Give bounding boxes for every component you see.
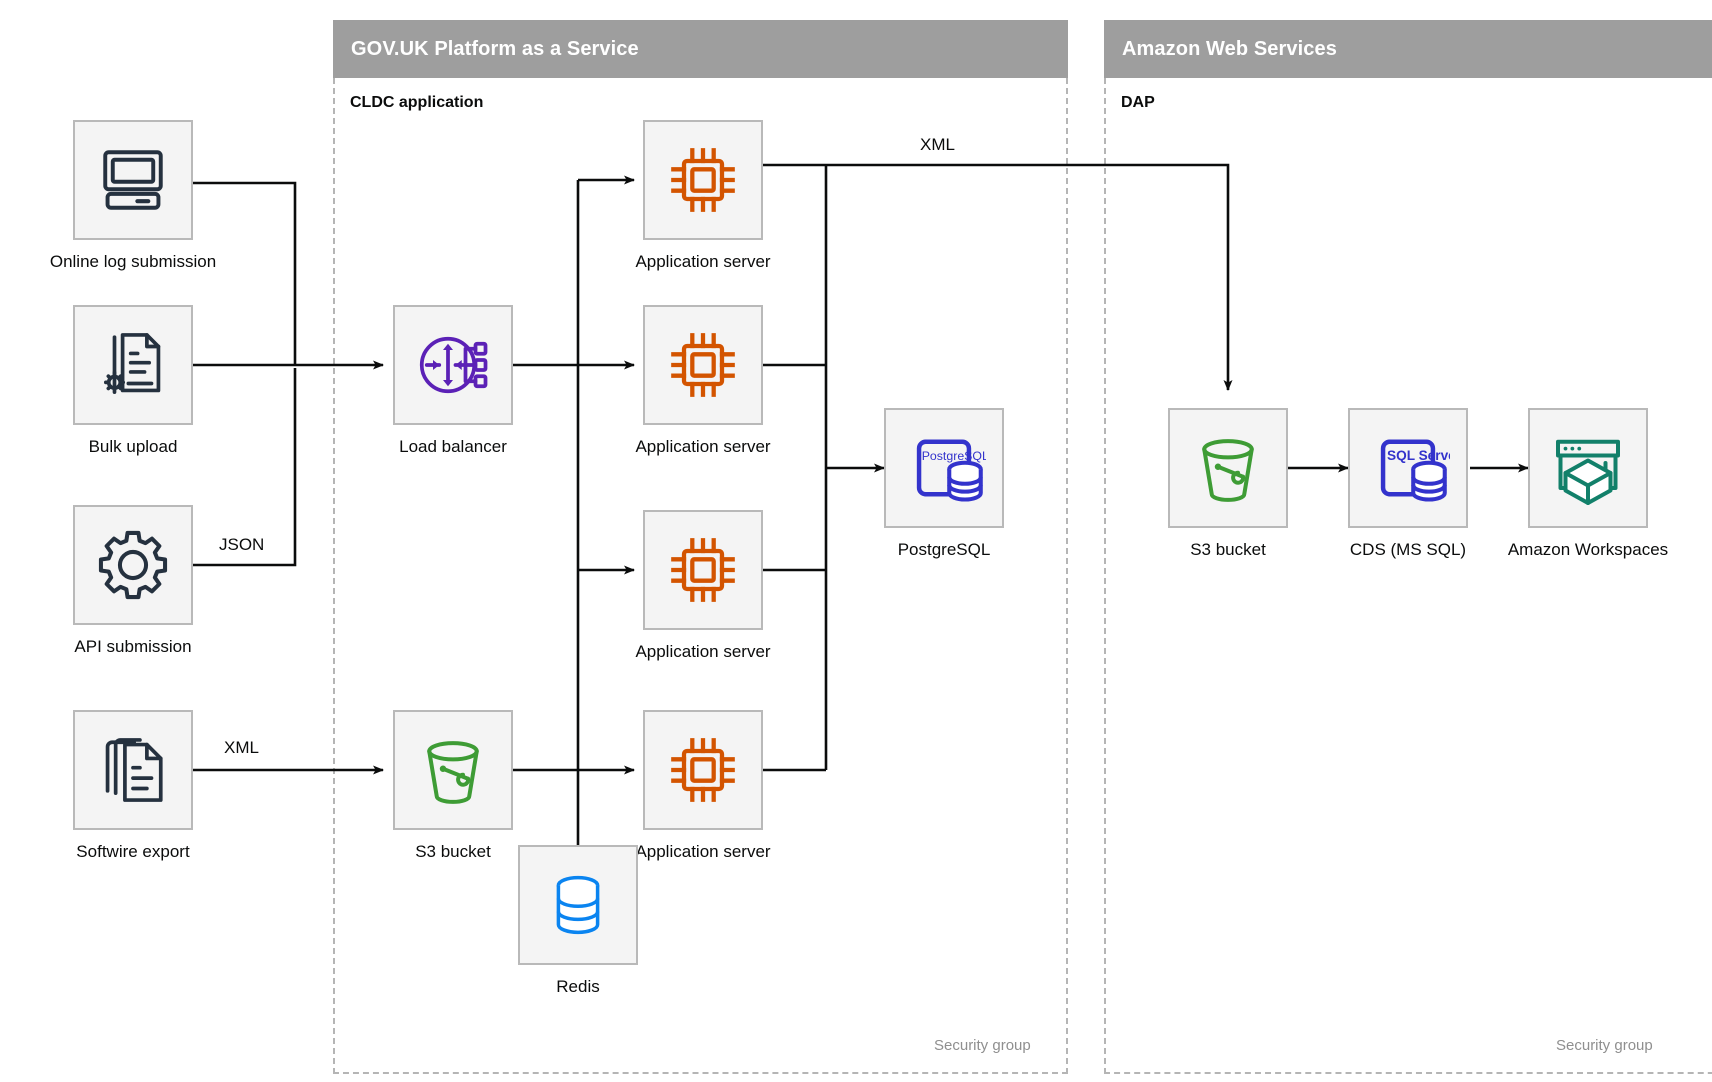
node-bulk-upload[interactable] xyxy=(73,305,193,425)
sql-server-icon: SQL Server xyxy=(1366,426,1450,510)
node-label-app-server-2: Application server xyxy=(635,437,771,456)
node-label-redis: Redis xyxy=(556,977,600,996)
node-softwire-export[interactable] xyxy=(73,710,193,830)
node-label-app-server-3: Application server xyxy=(635,642,771,661)
s3-bucket-icon xyxy=(413,730,493,810)
redis-database-icon xyxy=(545,872,611,938)
node-label-postgresql: PostgreSQL xyxy=(897,540,991,559)
node-label-app-server-4: Application server xyxy=(635,842,771,861)
group-sublabel-cldc: CLDC application xyxy=(350,94,484,111)
node-app-server-2[interactable] xyxy=(643,305,763,425)
document-gear-icon xyxy=(96,328,170,402)
group-body-paas xyxy=(333,78,1068,1074)
sql-server-icon-text: SQL Server xyxy=(1387,448,1450,463)
node-label-load-balancer: Load balancer xyxy=(399,437,507,456)
group-header-aws: Amazon Web Services xyxy=(1104,20,1712,78)
node-api-submission[interactable] xyxy=(73,505,193,625)
group-body-aws xyxy=(1104,78,1712,1074)
postgresql-icon-text: PostgreSQL xyxy=(922,449,986,463)
node-load-balancer[interactable] xyxy=(393,305,513,425)
edge-label-xml-softwire: XML xyxy=(224,738,259,757)
node-postgresql[interactable]: PostgreSQL xyxy=(884,408,1004,528)
node-label-app-server-1: Application server xyxy=(635,252,771,271)
cpu-chip-icon xyxy=(665,732,741,808)
documents-stack-icon xyxy=(96,733,170,807)
edge-label-xml-appserver: XML xyxy=(920,135,955,154)
node-s3-bucket-aws[interactable] xyxy=(1168,408,1288,528)
cpu-chip-icon xyxy=(665,142,741,218)
node-label-s3-bucket-aws: S3 bucket xyxy=(1190,540,1266,559)
security-group-label-paas: Security group xyxy=(934,1037,1031,1054)
s3-bucket-icon xyxy=(1188,428,1268,508)
group-header-paas-label: GOV.UK Platform as a Service xyxy=(351,37,639,60)
node-redis[interactable] xyxy=(518,845,638,965)
edge-label-json: JSON xyxy=(219,535,265,554)
node-app-server-1[interactable] xyxy=(643,120,763,240)
node-label-cds-ms-sql: CDS (MS SQL) xyxy=(1349,540,1467,559)
node-app-server-4[interactable] xyxy=(643,710,763,830)
workspaces-cube-icon xyxy=(1548,428,1628,508)
postgresql-icon: PostgreSQL xyxy=(902,426,986,510)
desktop-computer-icon xyxy=(96,143,170,217)
node-label-online-log-submission: Online log submission xyxy=(49,252,217,271)
group-sublabel-dap: DAP xyxy=(1121,94,1155,111)
node-app-server-3[interactable] xyxy=(643,510,763,630)
node-label-amazon-workspaces: Amazon Workspaces xyxy=(1507,540,1669,559)
node-label-s3-bucket-paas: S3 bucket xyxy=(415,842,491,861)
node-label-api-submission: API submission xyxy=(74,637,192,656)
node-amazon-workspaces[interactable] xyxy=(1528,408,1648,528)
gear-icon xyxy=(95,527,171,603)
security-group-label-aws: Security group xyxy=(1556,1037,1653,1054)
node-label-bulk-upload: Bulk upload xyxy=(88,437,178,456)
node-cds-ms-sql[interactable]: SQL Server xyxy=(1348,408,1468,528)
cpu-chip-icon xyxy=(665,327,741,403)
group-header-paas: GOV.UK Platform as a Service xyxy=(333,20,1068,78)
node-online-log-submission[interactable] xyxy=(73,120,193,240)
node-s3-bucket-paas[interactable] xyxy=(393,710,513,830)
cpu-chip-icon xyxy=(665,532,741,608)
node-label-softwire-export: Softwire export xyxy=(76,842,190,861)
group-header-aws-label: Amazon Web Services xyxy=(1122,37,1337,60)
load-balancer-icon xyxy=(413,325,493,405)
